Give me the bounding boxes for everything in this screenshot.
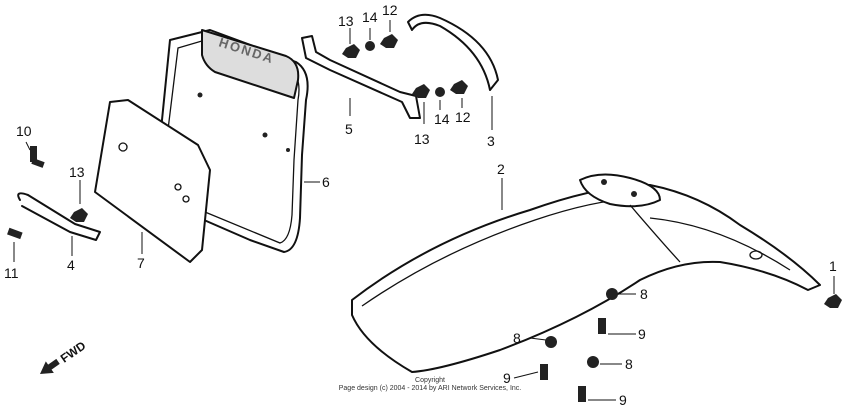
callout-3: 3: [487, 133, 495, 149]
top-nuts: [342, 34, 468, 98]
leader-lines: [13, 20, 835, 401]
callout-11: 11: [4, 265, 19, 281]
bolt-11: [7, 227, 23, 240]
stay-bracket: [301, 35, 421, 119]
front-fender: [351, 173, 821, 373]
fender-hardware: [540, 288, 842, 402]
number-plate: [94, 99, 211, 263]
callout-9: 9: [619, 392, 627, 408]
callout-8: 8: [625, 356, 633, 372]
bracket-wire: [17, 192, 101, 241]
callout-6: 6: [322, 174, 330, 190]
callout-8: 8: [513, 330, 521, 346]
callout-12: 12: [455, 109, 471, 125]
callout-9: 9: [503, 370, 511, 386]
callout-14: 14: [362, 9, 378, 25]
bolt-10: [30, 146, 45, 168]
copyright-notice: Copyright Page design (c) 2004 - 2014 by…: [270, 377, 590, 393]
callout-numbers: 13 14 12 5 13 14 12 3 6 2 7 4 13 10 11 8…: [4, 2, 837, 408]
fwd-label: FWD: [58, 338, 89, 365]
callout-13: 13: [414, 131, 430, 147]
callout-9: 9: [638, 326, 646, 342]
callout-14: 14: [434, 111, 450, 127]
callout-1: 1: [829, 258, 837, 274]
band-strap: [407, 13, 499, 91]
callout-13: 13: [338, 13, 354, 29]
callout-12: 12: [382, 2, 398, 18]
copyright-line-1: Copyright: [415, 377, 445, 384]
fwd-arrow: FWD: [40, 338, 89, 374]
callout-2: 2: [497, 161, 505, 177]
arrow-icon: [40, 358, 60, 374]
callout-13: 13: [69, 164, 85, 180]
callout-8: 8: [640, 286, 648, 302]
copyright-line-2: Page design (c) 2004 - 2014 by ARI Netwo…: [338, 385, 522, 392]
callout-5: 5: [345, 121, 353, 137]
callout-7: 7: [137, 255, 145, 271]
callout-10: 10: [16, 123, 32, 139]
callout-4: 4: [67, 257, 75, 273]
